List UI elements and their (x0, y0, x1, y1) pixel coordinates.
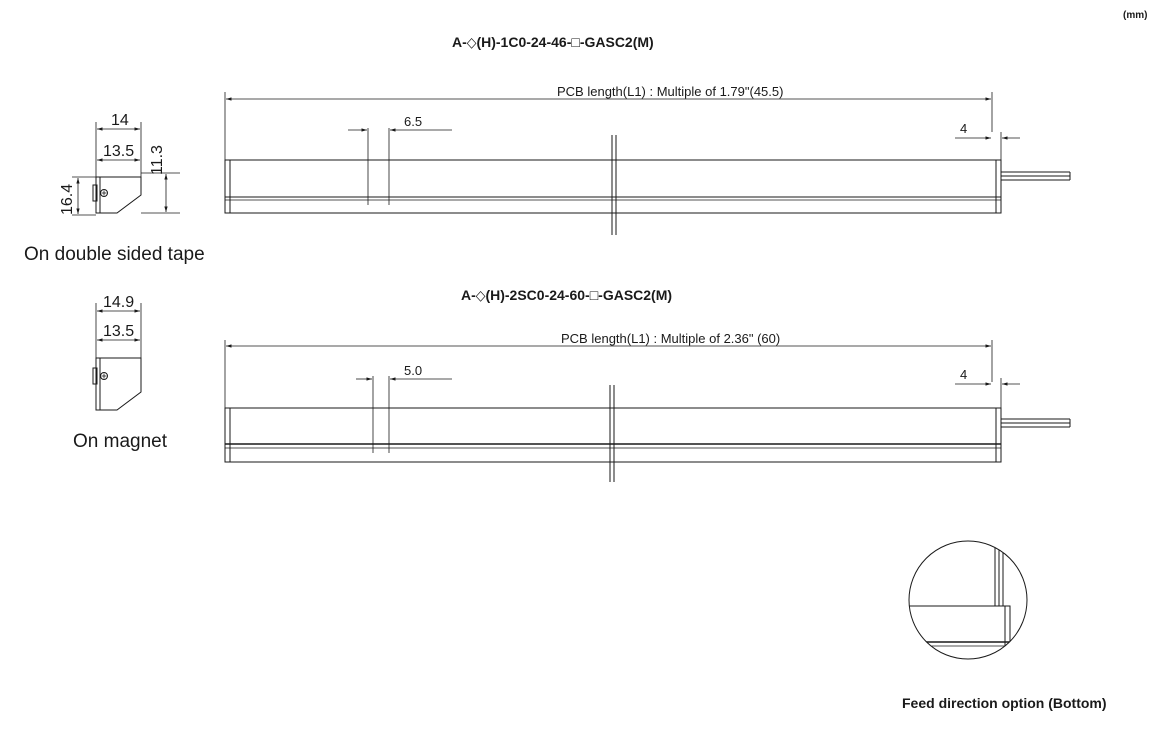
profile-magnet: 14.9 13.5 On magnet (73, 294, 168, 452)
model-2-drawing: A-◇(H)-2SC0-24-60-□-GASC2(M) PCB length(… (224, 287, 1071, 482)
model-1-drawing: A-◇(H)-1C0-24-46-□-GASC2(M) PCB length(L… (224, 34, 1071, 235)
profile-magnet-caption: On magnet (73, 431, 168, 452)
model-2-gap-dimension: 5.0 (356, 363, 452, 453)
model-2-pcb-length-label: PCB length(L1) : Multiple of 2.36" (60) (561, 331, 780, 346)
model-1-gap-label: 6.5 (404, 114, 422, 129)
feed-direction-detail: Feed direction option (Bottom) (902, 540, 1107, 711)
screw-icon (100, 372, 108, 380)
profile-magnet-width-inner: 13.5 (103, 323, 134, 340)
model-2-end-dimension: 4 (955, 367, 1020, 408)
model-1-end-label: 4 (960, 121, 967, 136)
feed-direction-caption: Feed direction option (Bottom) (902, 695, 1107, 711)
model-2-title: A-◇(H)-2SC0-24-60-□-GASC2(M) (461, 287, 672, 303)
screw-icon (100, 189, 108, 197)
model-1-gap-dimension: 6.5 (348, 114, 452, 205)
model-2-end-label: 4 (960, 367, 967, 382)
profile-tape-width-inner: 13.5 (103, 143, 134, 160)
profile-tape-width-outer: 14 (111, 112, 129, 129)
model-1-title: A-◇(H)-1C0-24-46-□-GASC2(M) (452, 34, 654, 50)
profile-magnet-width-outer: 14.9 (103, 294, 134, 311)
model-1-pcb-length-label: PCB length(L1) : Multiple of 1.79"(45.5) (557, 84, 783, 99)
model-1-end-dimension: 4 (955, 121, 1020, 160)
profile-tape-height-right: 11.3 (149, 145, 166, 175)
units-label: (mm) (1123, 10, 1147, 21)
model-2-bar (224, 385, 1071, 482)
model-1-bar (224, 135, 1071, 235)
model-2-gap-label: 5.0 (404, 363, 422, 378)
model-1-pcb-length-dimension: PCB length(L1) : Multiple of 1.79"(45.5) (224, 84, 993, 160)
model-2-pcb-length-dimension: PCB length(L1) : Multiple of 2.36" (60) (224, 331, 993, 408)
profile-tape-caption: On double sided tape (24, 244, 205, 265)
profile-tape-height-left: 16.4 (59, 184, 76, 215)
profile-tape: 14 13.5 11.3 16.4 On double sided tape (24, 112, 205, 265)
